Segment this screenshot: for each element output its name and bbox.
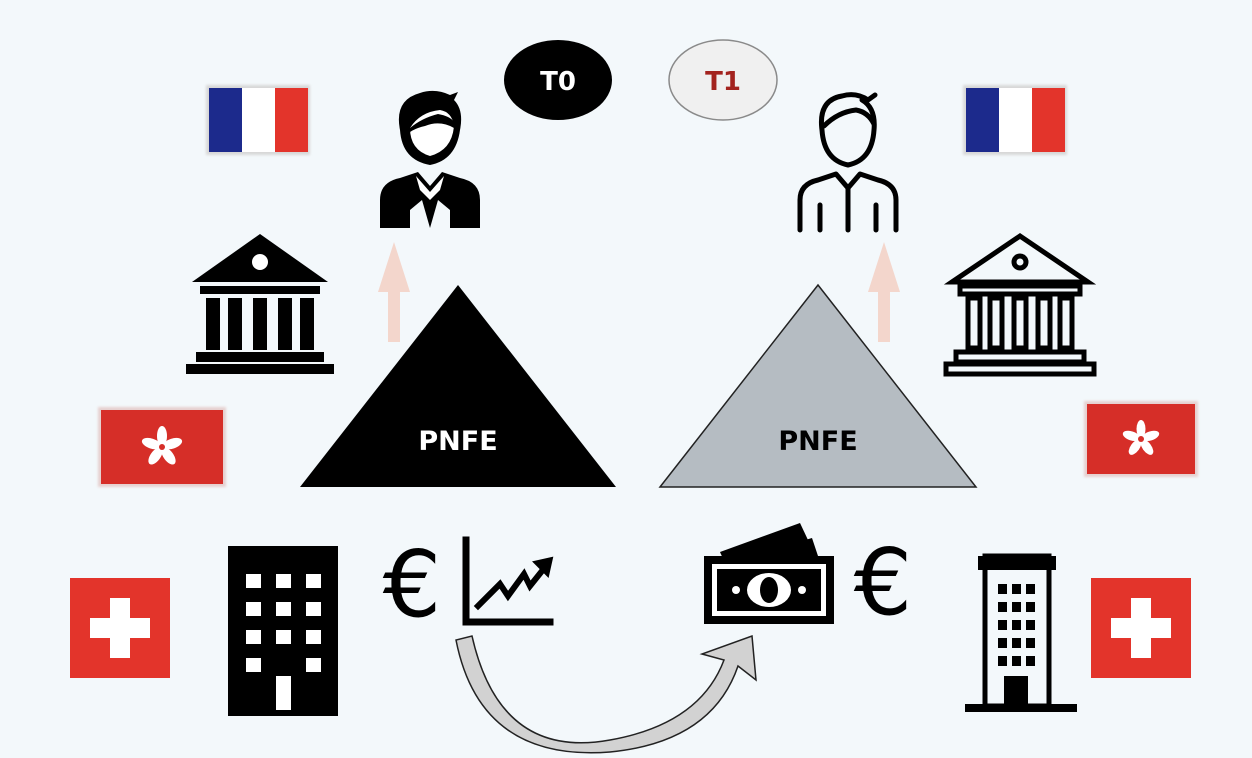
t0-badge: T0 — [504, 40, 612, 120]
switzerland-flag-icon — [70, 578, 170, 678]
t1-badge-shape — [668, 39, 778, 121]
up-arrow-icon — [868, 242, 900, 342]
pnfe-triangle-left: PNFE — [300, 285, 616, 487]
france-flag-icon — [206, 85, 310, 155]
hong-kong-flag-icon — [98, 407, 226, 487]
office-building-icon — [965, 553, 1077, 712]
hong-kong-flag-icon — [1084, 401, 1198, 477]
person-icon — [380, 90, 480, 228]
t0-badge-shape — [504, 40, 612, 120]
money-bills-icon — [704, 523, 834, 624]
growth-chart-icon — [462, 536, 554, 626]
pnfe-label-left: PNFE — [418, 426, 497, 457]
france-flag-icon — [963, 85, 1067, 155]
euro-icon: € — [383, 531, 442, 638]
bank-icon — [186, 234, 334, 374]
person-icon — [797, 92, 899, 233]
t1-badge: T1 — [668, 39, 778, 121]
pnfe-label-right: PNFE — [778, 426, 857, 457]
curved-arrow-icon — [455, 634, 757, 754]
bank-icon — [943, 232, 1097, 377]
t0-label: T0 — [540, 67, 576, 97]
pnfe-triangle-right: PNFE — [658, 283, 978, 488]
euro-icon: € — [854, 529, 913, 636]
up-arrow-icon — [378, 242, 410, 342]
switzerland-flag-icon — [1091, 578, 1191, 678]
t1-label: T1 — [705, 67, 741, 97]
office-building-icon — [228, 546, 338, 716]
